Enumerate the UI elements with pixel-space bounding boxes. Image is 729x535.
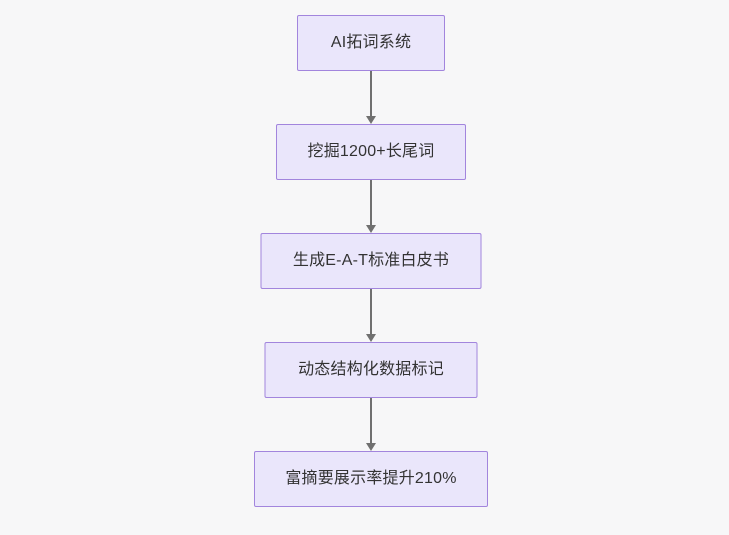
- flowchart-node-2[interactable]: 挖掘1200+长尾词: [276, 124, 466, 180]
- flowchart-node-5-label: 富摘要展示率提升210%: [285, 470, 457, 487]
- down-arrow-icon: [366, 443, 376, 451]
- flowchart-node-4[interactable]: 动态结构化数据标记: [264, 342, 478, 398]
- down-arrow-icon: [366, 116, 376, 124]
- down-arrow-icon: [366, 334, 376, 342]
- edge-line: [370, 71, 372, 117]
- flowchart-node-1[interactable]: AI拓词系统: [297, 15, 445, 71]
- edge-line: [370, 180, 372, 226]
- flowchart-node-2-label: 挖掘1200+长尾词: [307, 143, 435, 160]
- flowchart-edge-4: [365, 398, 377, 451]
- flowchart-node-5[interactable]: 富摘要展示率提升210%: [254, 451, 488, 507]
- edge-line: [370, 398, 372, 444]
- flowchart-edge-3: [365, 289, 377, 342]
- flowchart-edge-1: [365, 71, 377, 124]
- flowchart-edge-2: [365, 180, 377, 233]
- flowchart-node-3-label: 生成E-A-T标准白皮书: [292, 252, 450, 269]
- flowchart-node-1-label: AI拓词系统: [330, 34, 412, 51]
- down-arrow-icon: [366, 225, 376, 233]
- flowchart-node-3[interactable]: 生成E-A-T标准白皮书: [260, 233, 482, 289]
- flowchart-node-4-label: 动态结构化数据标记: [298, 361, 444, 378]
- edge-line: [370, 289, 372, 335]
